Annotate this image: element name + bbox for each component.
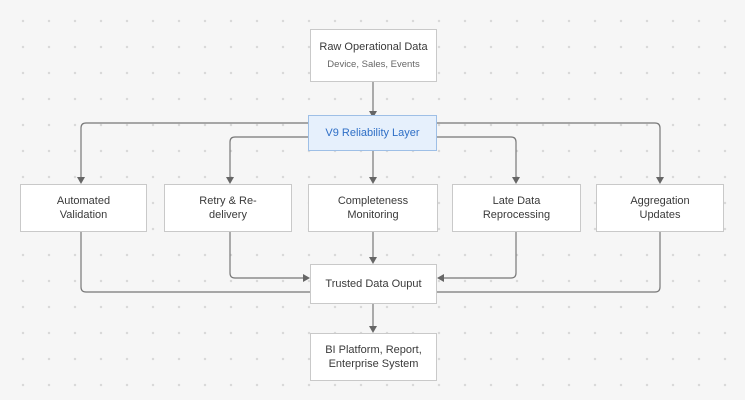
node-automated-validation[interactable]: Automated Validation [20,184,147,232]
arrowhead [369,326,377,333]
node-title: Aggregation Updates [630,195,690,221]
connector-aggregation-to-output [437,232,661,293]
node-raw-operational-data[interactable]: Raw Operational Data Device, Sales, Even… [310,29,437,82]
arrowhead [656,177,664,184]
connector-reliability-to-late [437,136,517,177]
node-title: Automated Validation [56,195,111,221]
arrowhead [437,274,444,282]
connector-late-to-output [444,232,517,279]
node-title: BI Platform, Report, Enterprise System [325,344,422,370]
connector-reliability-to-retry [229,136,308,177]
arrowhead [77,177,85,184]
connector-reliability-to-aggregation [437,122,661,177]
connector-reliability-to-validation [80,122,308,177]
node-aggregation-updates[interactable]: Aggregation Updates [596,184,724,232]
arrowhead [512,177,520,184]
node-retry-redelivery[interactable]: Retry & Re-delivery [164,184,292,232]
node-reliability-layer[interactable]: V9 Reliability Layer [308,115,437,151]
arrowhead [303,274,310,282]
node-title: Retry & Re-delivery [199,195,257,221]
node-title: V9 Reliability Layer [325,127,420,139]
node-title: Late Data Reprocessing [482,195,551,221]
node-title: Raw Operational Data [319,40,428,53]
node-subtitle: Device, Sales, Events [327,58,420,70]
arrowhead [226,177,234,184]
node-completeness-monitoring[interactable]: Completeness Monitoring [308,184,438,232]
node-consumers[interactable]: BI Platform, Report, Enterprise System [310,333,437,381]
node-title: Completeness Monitoring [337,195,409,221]
node-late-data-reprocessing[interactable]: Late Data Reprocessing [452,184,581,232]
arrowhead [369,111,377,118]
connector-validation-to-output [80,232,310,293]
connector-retry-to-output [229,232,303,279]
arrowhead [369,177,377,184]
node-title: Trusted Data Ouput [325,278,422,290]
node-trusted-data-output[interactable]: Trusted Data Ouput [310,264,437,304]
arrowhead [369,257,377,264]
